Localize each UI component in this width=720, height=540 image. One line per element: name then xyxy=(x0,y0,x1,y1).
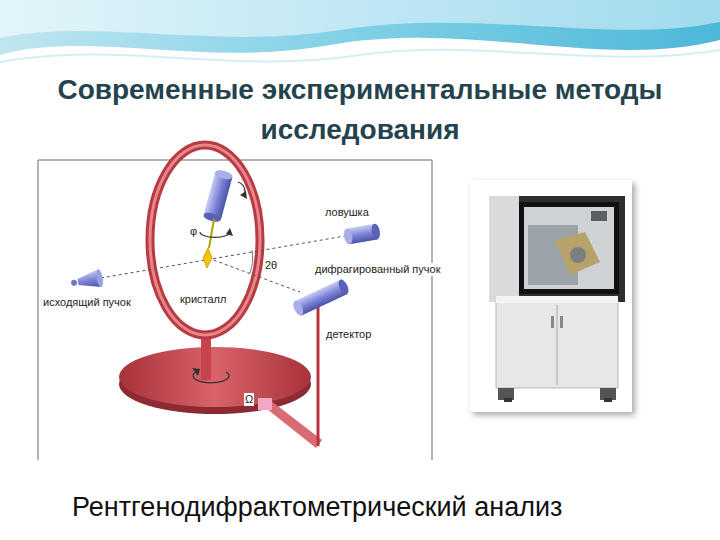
arm-joint xyxy=(258,398,272,410)
primary-beam xyxy=(95,236,345,279)
arrow-head xyxy=(226,228,233,236)
part-label: φ xyxy=(189,225,198,238)
goniometer-ring xyxy=(150,145,260,335)
frame-edge xyxy=(431,160,433,460)
rotation-arrow xyxy=(200,232,230,237)
illustration-frame xyxy=(38,160,432,460)
frame-edge xyxy=(37,160,39,460)
shaft xyxy=(201,335,211,380)
slide-title: Современные экспериментальные методы исс… xyxy=(40,70,680,150)
diffracted-beam xyxy=(208,258,300,292)
holder-needle xyxy=(209,219,214,248)
crystal-holder xyxy=(203,169,234,224)
crystal xyxy=(203,248,212,268)
beam-trap xyxy=(343,223,381,245)
base-disk xyxy=(119,347,311,407)
header-wave xyxy=(0,0,720,55)
part-label: ловушка xyxy=(324,206,370,219)
header-wave xyxy=(0,50,720,62)
detector-rod xyxy=(317,305,320,446)
part-label: дифрагированный пучок xyxy=(314,263,441,276)
goniometer-ring xyxy=(150,145,260,335)
part-label: кристалл xyxy=(179,293,227,306)
header-wave xyxy=(0,0,720,38)
arrow-head xyxy=(240,191,247,199)
detector-tube xyxy=(291,278,350,317)
arrow-head xyxy=(192,368,200,376)
part-label: Ω xyxy=(244,393,254,406)
x-ray-source xyxy=(70,269,105,292)
diffractometer-photo xyxy=(470,180,632,412)
part-label: 2θ xyxy=(264,259,278,272)
slide-caption: Рентгенодифрактометрический анализ xyxy=(72,492,562,523)
part-label: исходящий пучок xyxy=(42,296,132,309)
angle-arc xyxy=(250,250,253,273)
part-label: детектор xyxy=(325,328,372,341)
